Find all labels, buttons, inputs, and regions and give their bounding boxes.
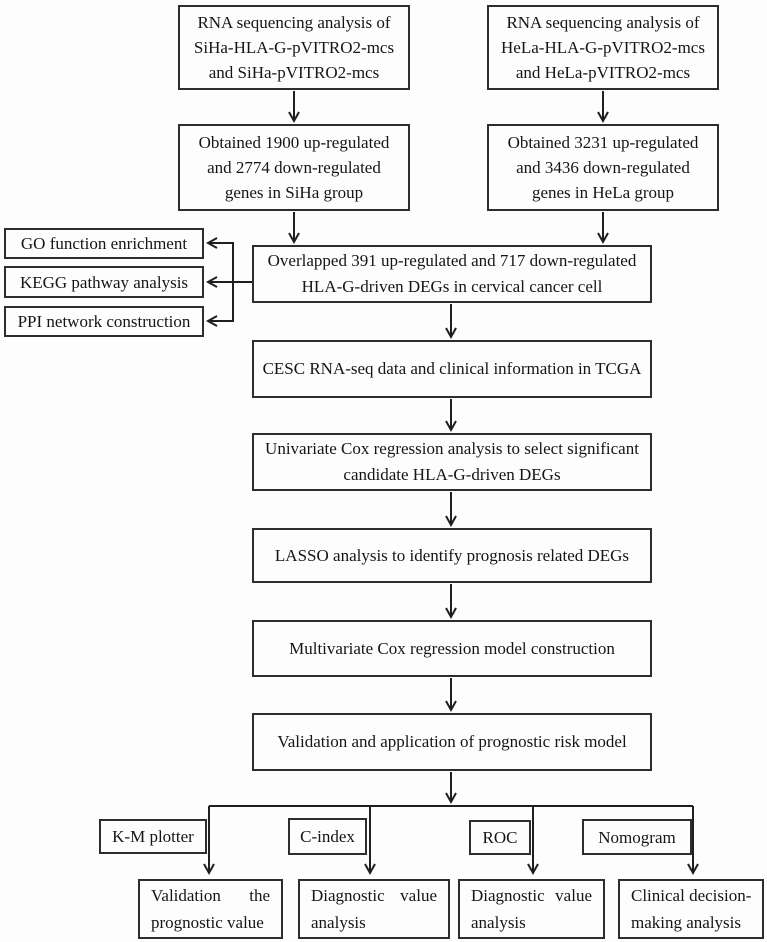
box-diagnostic-value-1: Diagnostic value analysis	[298, 879, 450, 939]
box-text-line: prognostic value	[151, 913, 264, 932]
box-rnaseq-hela: RNA sequencing analysis of HeLa-HLA-G-pV…	[487, 5, 719, 90]
box-text-line: Clinical decision-	[631, 886, 752, 905]
box-validation-prognostic-value: Validation the prognostic value	[138, 879, 283, 939]
box-text-line: Overlapped 391 up-regulated and 717 down…	[267, 251, 637, 270]
box-text-line: genes in SiHa group	[224, 183, 364, 202]
box-text-line: ROC	[482, 828, 518, 847]
box-text-line: KEGG pathway analysis	[19, 272, 189, 292]
box-text-line: Diagnostic value	[311, 886, 437, 905]
box-text-line: Nomogram	[598, 827, 676, 847]
box-text-line: and 3436 down-regulated	[516, 158, 690, 177]
box-text-line: C-index	[300, 827, 355, 846]
box-text-line: K-M plotter	[112, 827, 194, 846]
box-go-enrichment: GO function enrichment	[4, 228, 204, 259]
box-ppi-network: PPI network construction	[4, 306, 204, 337]
box-text-line: analysis	[311, 913, 366, 932]
box-text-line: HLA-G-driven DEGs in cervical cancer cel…	[301, 277, 603, 296]
box-text-line: candidate HLA-G-driven DEGs	[343, 465, 561, 484]
box-text-line: SiHa-HLA-G-pVITRO2-mcs	[193, 38, 395, 57]
box-text-line: Multivariate Cox regression model constr…	[289, 638, 615, 658]
box-text-line: making analysis	[631, 913, 742, 932]
box-text-line: Obtained 1900 up-regulated	[198, 133, 390, 152]
box-km-plotter: K-M plotter	[99, 819, 207, 854]
box-text-line: LASSO analysis to identify prognosis rel…	[274, 545, 630, 565]
box-lasso-analysis: LASSO analysis to identify prognosis rel…	[252, 528, 652, 583]
box-roc: ROC	[469, 820, 531, 855]
box-text-line: Univariate Cox regression analysis to se…	[265, 439, 639, 458]
box-text-line: GO function enrichment	[20, 234, 188, 253]
box-univariate-cox: Univariate Cox regression analysis to se…	[252, 433, 652, 491]
box-text-line: and 2774 down-regulated	[207, 158, 381, 177]
box-multivariate-cox: Multivariate Cox regression model constr…	[252, 620, 652, 677]
box-c-index: C-index	[288, 818, 367, 855]
box-text-line: HeLa-HLA-G-pVITRO2-mcs	[501, 38, 705, 57]
box-diagnostic-value-2: Diagnostic value analysis	[458, 879, 605, 939]
box-text-line: and SiHa-pVITRO2-mcs	[208, 63, 380, 82]
box-text-line: RNA sequencing analysis of	[506, 13, 700, 32]
box-degs-siha: Obtained 1900 up-regulated and 2774 down…	[178, 124, 410, 211]
box-text-line: RNA sequencing analysis of	[197, 13, 391, 32]
box-text-line: PPI network construction	[17, 312, 191, 331]
box-text-line: Diagnostic value	[471, 886, 592, 905]
box-rnaseq-siha: RNA sequencing analysis of SiHa-HLA-G-pV…	[178, 5, 410, 90]
box-text-line: CESC RNA-seq data and clinical informati…	[262, 359, 642, 378]
box-nomogram: Nomogram	[582, 819, 692, 855]
box-text-line: analysis	[471, 913, 526, 932]
box-text-line: Validation the	[151, 886, 270, 905]
box-cesc-tcga: CESC RNA-seq data and clinical informati…	[252, 340, 652, 398]
box-degs-hela: Obtained 3231 up-regulated and 3436 down…	[487, 124, 719, 211]
box-kegg-analysis: KEGG pathway analysis	[4, 266, 204, 298]
box-text-line: genes in HeLa group	[531, 183, 675, 202]
box-text-line: and HeLa-pVITRO2-mcs	[515, 63, 691, 82]
box-text-line: Obtained 3231 up-regulated	[507, 133, 699, 152]
box-text-line: Validation and application of prognostic…	[277, 732, 627, 751]
box-validation-model: Validation and application of prognostic…	[252, 713, 652, 771]
box-clinical-decision: Clinical decision- making analysis	[618, 879, 764, 939]
box-overlapped-degs: Overlapped 391 up-regulated and 717 down…	[252, 245, 652, 303]
